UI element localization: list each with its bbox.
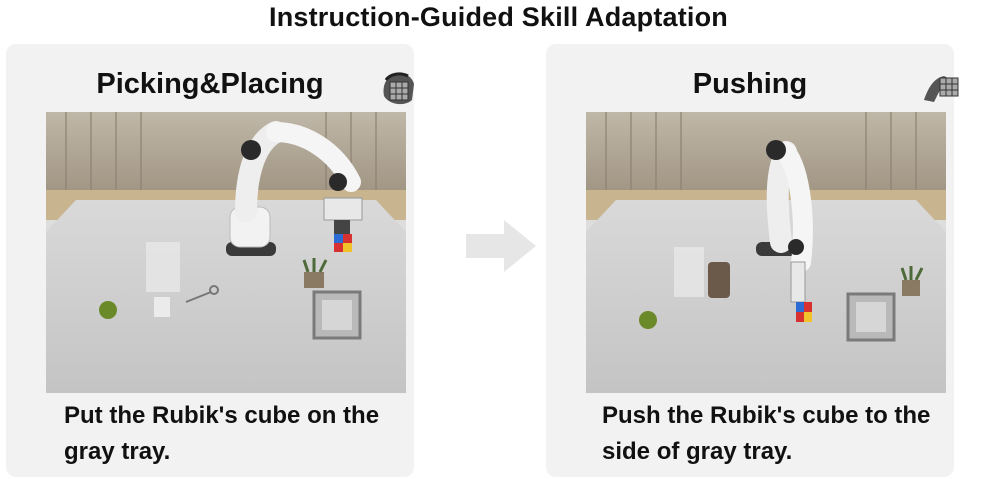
- hand-grasping-cube-icon: [383, 72, 414, 105]
- scene-image-pushing: [586, 112, 946, 393]
- hand-pushing-cube-icon: [924, 76, 959, 102]
- instruction-caption: Push the Rubik's cube to the side of gra…: [602, 402, 931, 465]
- panel-picking-placing: Picking&Placing: [6, 44, 414, 477]
- arrow-right-icon: [466, 220, 536, 272]
- panel-heading: Pushing: [692, 68, 808, 100]
- instruction-caption: Put the Rubik's cube on the gray tray.: [64, 402, 380, 465]
- figure-title: Instruction-Guided Skill Adaptation: [269, 2, 728, 32]
- panel-heading: Picking&Placing: [96, 68, 324, 100]
- scene-image-picking: [46, 112, 406, 393]
- panel-pushing: Pushing: [546, 44, 959, 477]
